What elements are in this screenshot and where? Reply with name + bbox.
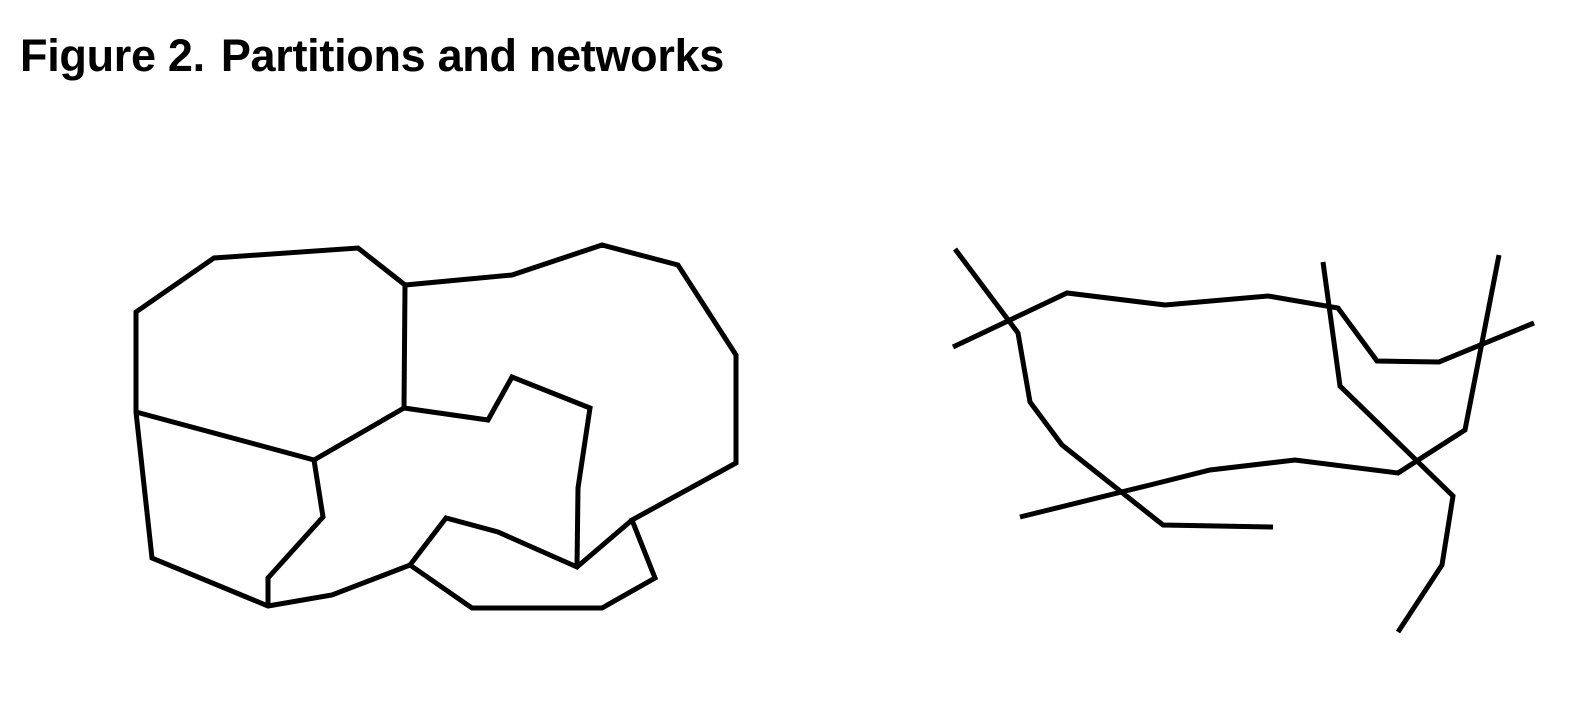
partition-edge-notch xyxy=(403,373,593,568)
network-line-2 xyxy=(951,290,1535,365)
partition-edge-left xyxy=(135,409,315,463)
network-line-4 xyxy=(1320,261,1456,634)
figure-caption: Partitions and networks xyxy=(220,30,725,81)
network-drawing xyxy=(951,247,1535,634)
partition-edge-center xyxy=(265,405,406,606)
figure-label: Figure 2. xyxy=(20,30,205,81)
partition-edge-lower xyxy=(408,515,634,570)
figure-title: Figure 2. Partitions and networks xyxy=(20,26,724,86)
partition-outer-boundary xyxy=(133,242,739,611)
network-line-1 xyxy=(953,247,1274,530)
network-line-3 xyxy=(1019,254,1502,520)
partition-drawing xyxy=(133,242,739,611)
partition-edge-vertical xyxy=(401,284,408,409)
